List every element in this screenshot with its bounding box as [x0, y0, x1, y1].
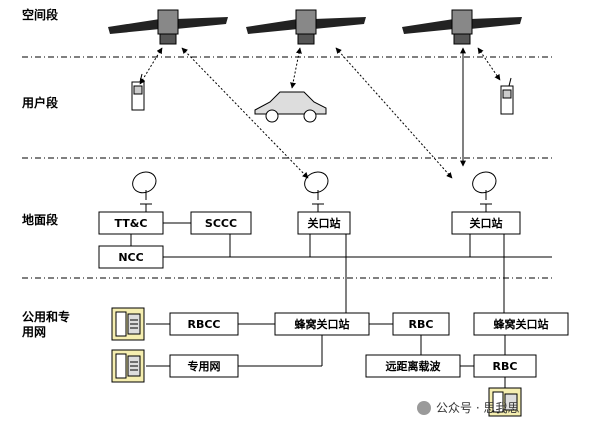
link-sat2-vehicle	[290, 47, 302, 89]
sccc-box: SCCC	[190, 211, 252, 235]
public-network-label: 公用和专	[22, 309, 70, 324]
svg-text:RBC: RBC	[409, 318, 434, 331]
ttc-box: TT&C	[98, 211, 164, 235]
link-sat3-handset	[477, 47, 501, 81]
public-network-label-line2: 用网	[21, 325, 46, 339]
wechat-icon	[417, 401, 431, 415]
ncc-box: NCC	[98, 245, 164, 269]
dish-antenna-icon	[472, 171, 497, 205]
handset-icon	[131, 73, 145, 111]
svg-text:蜂窝关口站: 蜂窝关口站	[295, 317, 350, 331]
watermark-text: 公众号 · 思我思	[436, 401, 519, 415]
svg-text:RBCC: RBCC	[188, 318, 221, 331]
svg-text:TT&C: TT&C	[115, 217, 148, 230]
telephone-icon	[488, 387, 522, 417]
svg-text:SCCC: SCCC	[205, 217, 237, 230]
telephone-icon	[111, 349, 145, 383]
satellite-icon	[246, 9, 366, 45]
svg-text:RBC: RBC	[493, 360, 518, 373]
svg-text:关口站: 关口站	[470, 216, 503, 230]
cellular-gateway-box-2: 蜂窝关口站	[473, 312, 569, 336]
rbcc-box: RBCC	[169, 312, 239, 336]
space-segment-label: 空间段	[22, 7, 59, 22]
ground-segment-label: 地面段	[22, 212, 59, 227]
satellite-icon	[402, 9, 522, 45]
svg-text:蜂窝关口站: 蜂窝关口站	[494, 317, 549, 331]
telephone-icon	[111, 307, 145, 341]
dish-antenna-icon	[304, 171, 329, 205]
satellite-icon	[108, 9, 228, 45]
link-sat2-gateway2	[335, 47, 453, 179]
user-segment-label: 用户段	[21, 95, 59, 110]
handset-icon	[500, 77, 514, 115]
svg-text:关口站: 关口站	[308, 216, 341, 230]
dish-antenna-icon	[132, 171, 157, 205]
rbc-box-2: RBC	[473, 354, 537, 378]
watermark: 公众号 · 思我思	[417, 401, 519, 415]
long-distance-carrier-box: 远距离载波	[365, 354, 461, 378]
cellular-gateway-box-1: 蜂窝关口站	[274, 312, 370, 336]
gateway-box-2: 关口站	[451, 211, 521, 235]
gateway-box-1: 关口站	[297, 211, 351, 235]
link-sat1-handset	[139, 47, 163, 85]
svg-text:专用网: 专用网	[188, 359, 221, 373]
private-network-box: 专用网	[169, 354, 239, 378]
rbc-box-1: RBC	[392, 312, 450, 336]
svg-text:远距离载波: 远距离载波	[386, 359, 442, 373]
vehicle-icon	[254, 91, 327, 123]
svg-text:NCC: NCC	[118, 251, 143, 264]
